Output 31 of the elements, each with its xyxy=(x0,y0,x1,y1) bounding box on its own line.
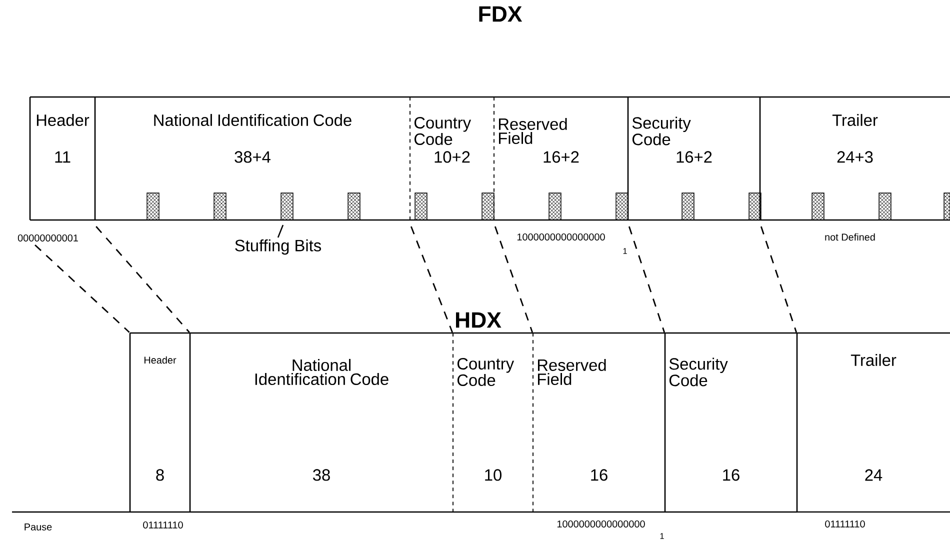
field-box: National Identification Code 38 xyxy=(189,332,453,513)
projection-line xyxy=(494,226,534,333)
field-box: Reserved Field 16 xyxy=(532,332,665,513)
projection-line xyxy=(628,226,666,333)
text-label: 1000000000000000 xyxy=(557,520,645,528)
field-box: National Identification Code 38+4 xyxy=(94,96,410,221)
field-box: Header 8 xyxy=(129,332,190,513)
text-label: 01111110 xyxy=(825,520,865,528)
projection-line xyxy=(96,226,190,333)
text-label: HDX xyxy=(456,312,502,328)
field-box: Trailer 24+3 xyxy=(759,96,950,221)
text-label: 1 xyxy=(660,533,664,539)
field-box: Country Code 10+2 xyxy=(410,96,494,221)
field-box: Trailer 24 xyxy=(796,332,950,513)
text-label: 1000000000000000 xyxy=(517,233,605,241)
field-box: Security Code 16+2 xyxy=(627,96,760,221)
callout-text: Stuffing Bits xyxy=(235,239,321,255)
field-box: Header 11 xyxy=(29,96,96,221)
field-box: Security Code 16 xyxy=(664,332,797,513)
projection-line xyxy=(410,226,454,333)
text-label: not Defined xyxy=(825,233,875,241)
leader-line xyxy=(277,224,284,238)
projection-line xyxy=(34,244,130,333)
projection-line xyxy=(760,226,798,333)
text-label: 01111110 xyxy=(143,521,183,528)
text-label: FDX xyxy=(479,6,522,22)
text-label: 00000000001 xyxy=(18,234,78,242)
text-label: 1 xyxy=(623,248,627,254)
field-box: Reserved Field 16+2 xyxy=(494,96,628,221)
field-box: Country Code 10 xyxy=(452,332,533,513)
text-label: Pause xyxy=(24,524,52,530)
